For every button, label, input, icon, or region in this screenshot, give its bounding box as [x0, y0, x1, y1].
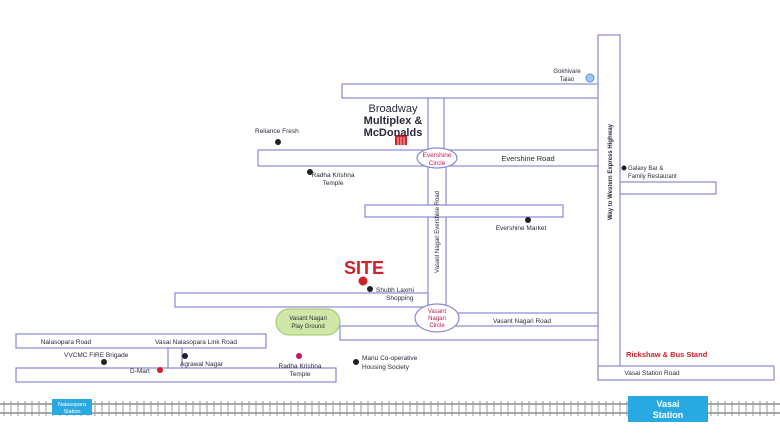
manu-society-label-2: Housing Society — [362, 364, 410, 371]
road-broadway-vertical — [427, 97, 445, 151]
road-top-horizontal — [341, 83, 599, 99]
manu-society-dot — [353, 359, 359, 365]
road-inner-branch — [364, 204, 564, 218]
radha-krishna-temple-top-dot — [307, 169, 313, 175]
play-ground-label-2: Play Ground — [291, 324, 324, 330]
road-vasai-station — [597, 365, 775, 381]
site-label: SITE — [344, 258, 384, 278]
vvcmc-dot — [101, 359, 107, 365]
dmart-label: D-Mart — [130, 368, 150, 375]
vasant-nagari-circle-label-2: Nagari — [428, 316, 446, 322]
reliance-fresh-label: Reliance Fresh — [255, 128, 299, 135]
vasai-station-road-label: Vasai Station Road — [624, 370, 680, 377]
radha-krishna-top-label-1: Radha Krishna — [312, 172, 355, 179]
shubh-laxmi-dot — [367, 286, 373, 292]
galaxy-bar-dot — [621, 165, 627, 171]
vasant-nagari-evershine-road-label: Vasant Nagari Evershine Road — [435, 191, 441, 273]
radha-krishna-bottom-label-2: Temple — [290, 371, 311, 378]
road-bottom-left — [15, 367, 337, 383]
evershine-market-dot — [525, 217, 531, 223]
link-road-label: Vasai Nalasopara Link Road — [155, 339, 237, 346]
evershine-market-label: Evershine Market — [496, 225, 547, 232]
gokhivare-label-2: Talao — [560, 77, 575, 83]
play-ground-label-1: Vasant Nagari — [289, 316, 327, 322]
agrawal-nagar-dot — [182, 353, 188, 359]
vasant-nagari-circle-label-1: Vasant — [428, 309, 447, 315]
broadway-building-icon — [395, 135, 407, 145]
manu-society-label-1: Manu Co-operative — [362, 355, 418, 362]
vasant-nagari-road-label: Vasant Nagari Road — [493, 318, 551, 325]
markers — [101, 73, 627, 373]
road-nalasopara-link — [15, 333, 267, 349]
nalasopara-road-label: Nalasopara Road — [41, 339, 92, 346]
vvcmc-label: VVCMC FIRE Brigade — [64, 352, 129, 359]
evershine-circle-label-2: Circle — [429, 160, 446, 167]
shubh-laxmi-label-1: Shubh Laxmi — [376, 287, 414, 294]
gokhivare-label-1: Gokhivare — [553, 69, 581, 75]
gokhivare-talao-dot — [585, 73, 595, 83]
evershine-circle-ring — [416, 147, 458, 169]
vasai-station-label-2: Station — [653, 410, 684, 420]
road-site-west — [174, 292, 429, 308]
galaxy-bar-label-2: Family Restaurant — [628, 174, 677, 180]
road-galaxy-spur — [619, 181, 717, 195]
site-marker — [358, 276, 368, 286]
radha-krishna-bottom-label-1: Radha Krishna — [279, 363, 322, 370]
radha-krishna-temple-bottom-dot — [296, 353, 302, 359]
evershine-road-label: Evershine Road — [501, 154, 554, 163]
broadway-label-3: McDonalds — [364, 127, 423, 139]
radha-krishna-top-label-2: Temple — [323, 180, 344, 187]
vasai-station-box — [628, 396, 708, 422]
nalasopara-station-label-1: Nalasopara — [58, 402, 87, 408]
shubh-laxmi-label-2: Shopping — [386, 295, 414, 302]
road-lower-connector — [339, 325, 599, 341]
vasai-station-label-1: Vasai — [656, 399, 679, 409]
dmart-dot — [157, 367, 163, 373]
road-lower-vertical — [167, 347, 183, 369]
nalasopara-station-box — [52, 399, 92, 415]
reliance-fresh-dot — [275, 139, 281, 145]
broadway-label-1: Broadway — [369, 103, 418, 115]
evershine-circle-label-1: Evershine — [423, 152, 452, 159]
play-ground-shape — [275, 308, 341, 336]
broadway-label-2: Multiplex & — [364, 115, 423, 127]
nalasopara-station-label-2: Station — [63, 409, 80, 415]
agrawal-nagar-label: Agrawal Nagar — [180, 361, 224, 368]
vasant-nagari-circle-label-3: Circle — [429, 323, 445, 329]
road-network — [15, 34, 775, 383]
rickshaw-stand-label: Rickshaw & Bus Stand — [626, 350, 708, 359]
galaxy-bar-label-1: Galaxy Bar & — [628, 166, 663, 172]
labels: Broadway Multiplex & McDonalds Reliance … — [41, 69, 708, 420]
highway-label: Way to Western Express Highway — [608, 123, 614, 220]
vasant-nagari-circle-ring — [414, 303, 460, 333]
